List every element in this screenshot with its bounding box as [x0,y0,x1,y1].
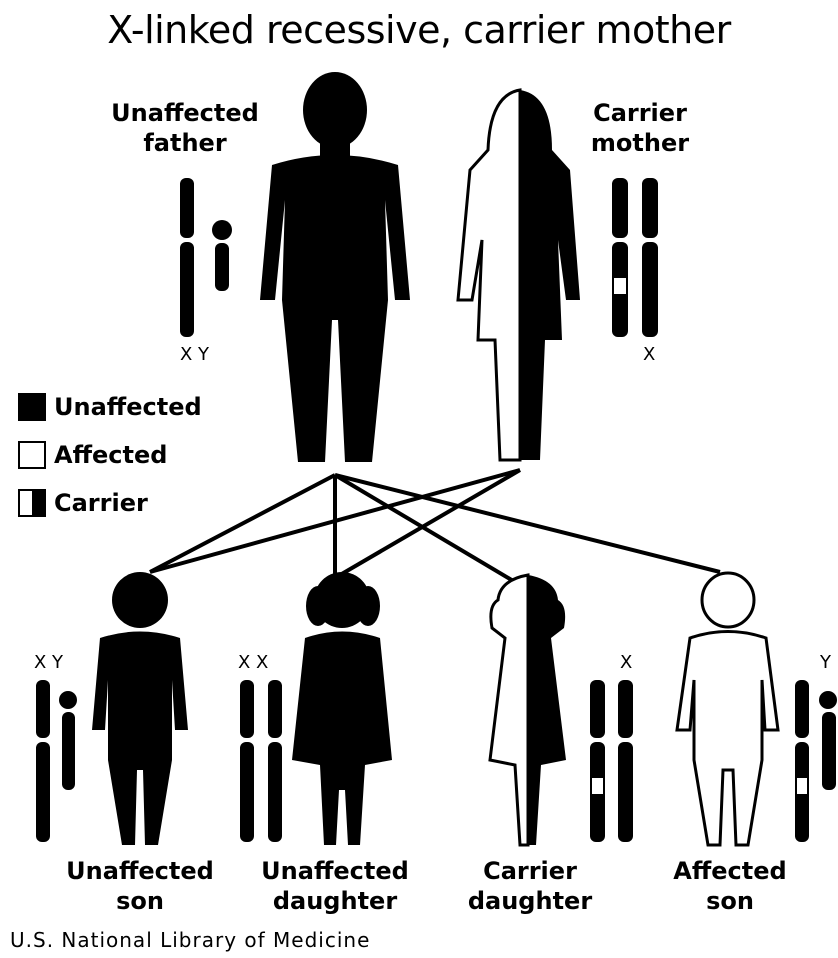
mother-label-line2: mother [570,128,710,158]
son1-chromosomes [36,680,77,842]
daughter2-chromosomes [590,680,633,842]
daughter1-label-line1: Unaffected [250,856,420,886]
daughter2-label: Carrier daughter [455,856,605,916]
father-label-line1: Unaffected [100,98,270,128]
daughter2-figure [490,575,566,845]
son1-chromosome-label: X Y [34,652,63,673]
son2-chromosome-label: Y [820,652,831,673]
father-label-line2: father [100,128,270,158]
legend-swatch-affected [18,441,46,469]
daughter2-label-line2: daughter [455,886,605,916]
son2-chromosomes [795,680,837,842]
son1-label-line1: Unaffected [55,856,225,886]
legend-carrier: Carrier [18,488,148,518]
daughter2-label-line1: Carrier [455,856,605,886]
son2-label-line2: son [660,886,800,916]
father-chromosome-label: X Y [180,344,209,365]
daughter2-chromosome-label: X [620,652,632,673]
daughter1-chromosomes [240,680,282,842]
mother-label-line1: Carrier [570,98,710,128]
legend-unaffected: Unaffected [18,392,202,422]
source-credit: U.S. National Library of Medicine [10,928,370,952]
inheritance-lines [150,470,720,585]
son2-label: Affected son [660,856,800,916]
daughter1-label: Unaffected daughter [250,856,420,916]
legend-label-affected: Affected [54,441,167,469]
father-label: Unaffected father [100,98,270,158]
father-chromosomes [180,178,232,337]
legend-swatch-carrier [18,489,46,517]
mother-figure [458,90,580,460]
legend-affected: Affected [18,440,167,470]
father-figure [260,72,410,462]
son2-figure [677,573,778,845]
daughter1-figure [292,572,392,845]
son1-label: Unaffected son [55,856,225,916]
son2-label-line1: Affected [660,856,800,886]
mother-chromosome-label: X [643,344,655,365]
legend-swatch-unaffected [18,393,46,421]
legend-label-carrier: Carrier [54,489,148,517]
son1-label-line2: son [55,886,225,916]
legend-label-unaffected: Unaffected [54,393,202,421]
daughter1-label-line2: daughter [250,886,420,916]
mother-label: Carrier mother [570,98,710,158]
mother-chromosomes [612,178,658,337]
daughter1-chromosome-label: X X [238,652,268,673]
son1-figure [92,572,188,845]
